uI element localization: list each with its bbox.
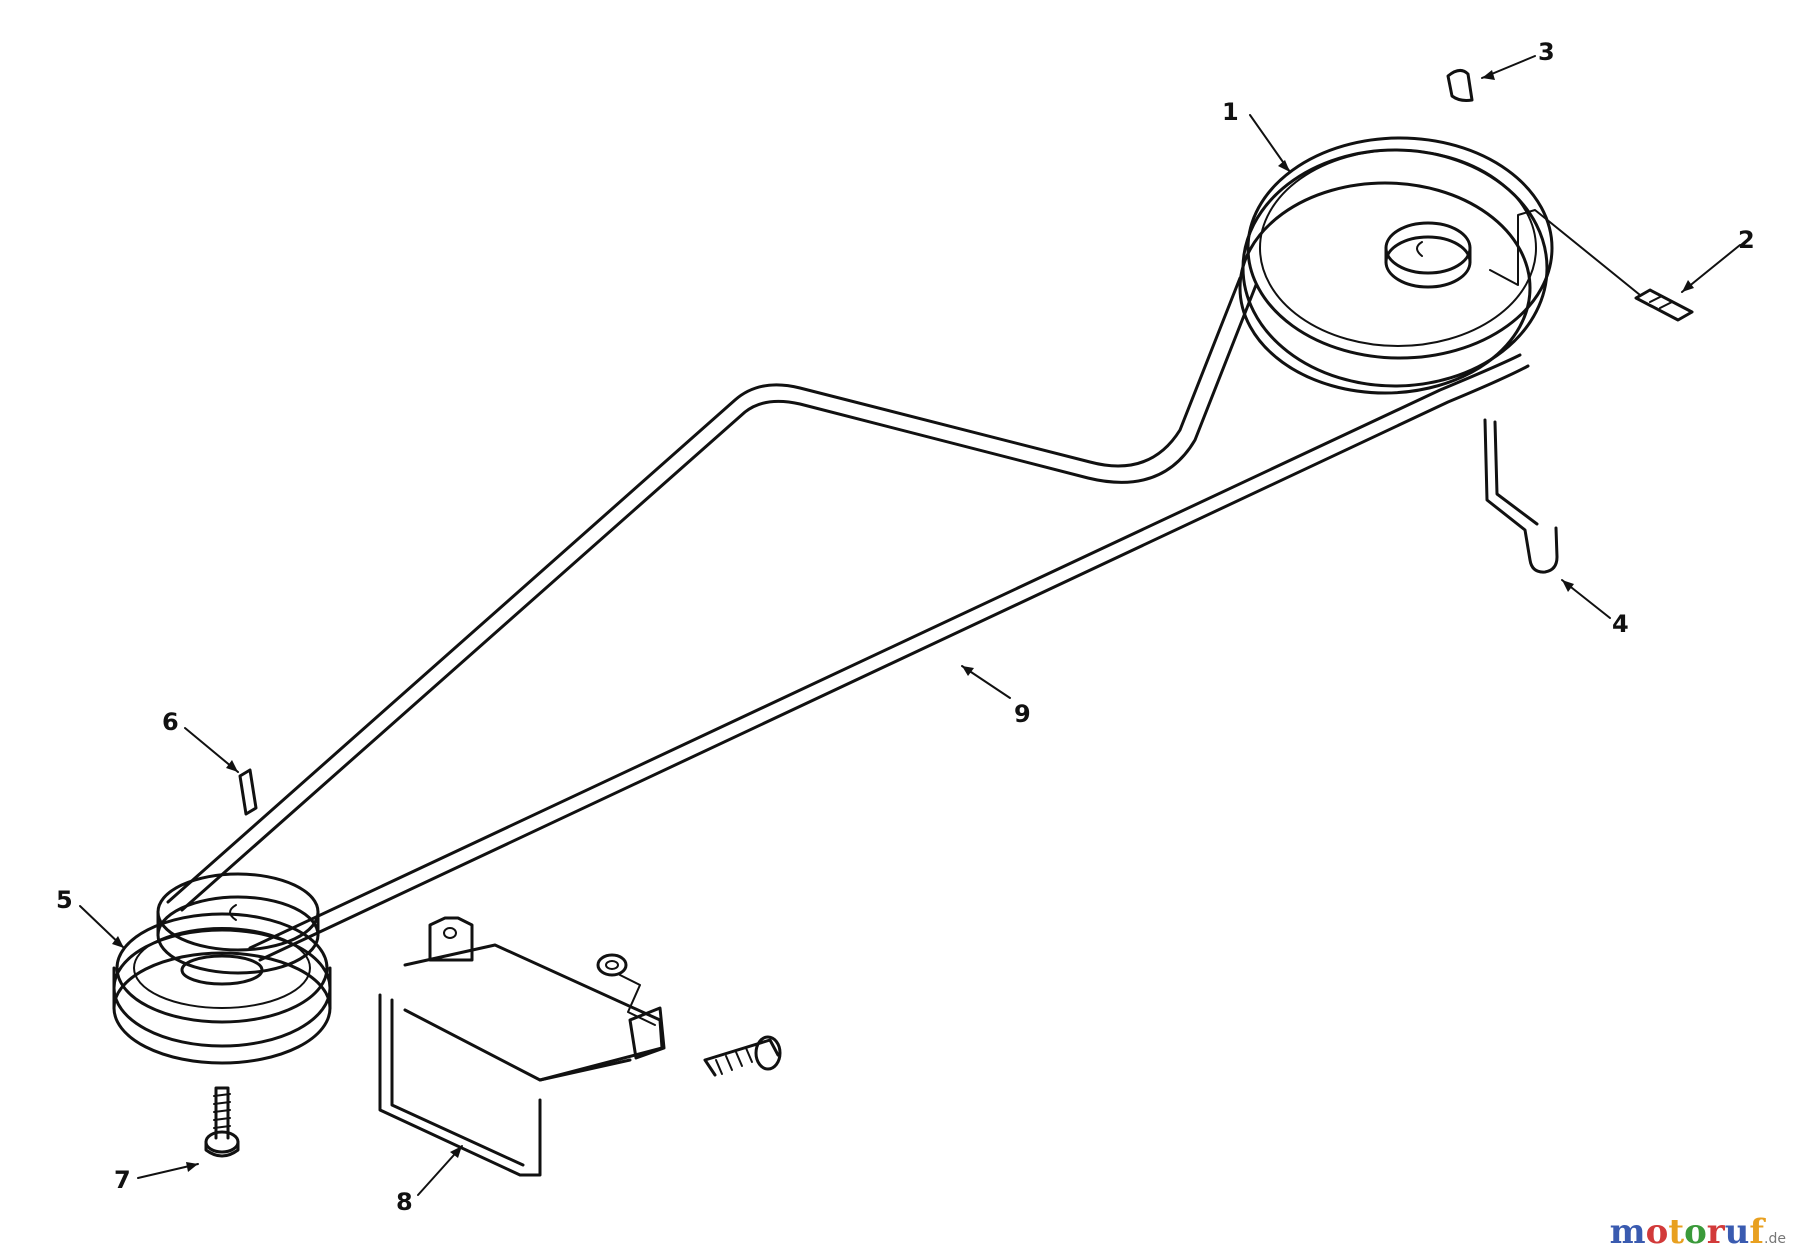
callout-9: 9 — [1014, 700, 1031, 728]
wm-letter: f — [1749, 1212, 1765, 1252]
hex-bolt-vertical — [204, 1086, 240, 1158]
callout-2: 2 — [1738, 226, 1755, 254]
callout-6: 6 — [162, 708, 179, 736]
belt-bracket — [378, 916, 666, 1177]
hex-bolt-horizontal — [703, 1035, 782, 1077]
callout-4: 4 — [1612, 610, 1629, 638]
large-pulley — [1238, 136, 1641, 395]
small-pulley — [112, 872, 332, 1065]
callout-leaders — [79, 55, 1741, 1196]
callout-5: 5 — [56, 886, 73, 914]
callout-7: 7 — [114, 1166, 131, 1194]
callout-8: 8 — [396, 1188, 413, 1216]
wm-letter: t — [1668, 1212, 1685, 1252]
callout-1: 1 — [1222, 98, 1239, 126]
wm-letter: u — [1724, 1212, 1750, 1252]
lock-nut — [596, 953, 656, 1026]
set-screw — [1634, 288, 1694, 322]
motoruf-watermark: motoruf.de — [1610, 1212, 1786, 1252]
square-key — [238, 768, 258, 816]
woodruff-key — [1446, 69, 1474, 102]
wm-letter: o — [1684, 1212, 1707, 1252]
wm-letter: o — [1645, 1212, 1669, 1252]
belt-guide — [1483, 418, 1559, 574]
callout-3: 3 — [1538, 38, 1555, 66]
drive-belt — [166, 276, 1530, 962]
wm-letters: motoruf — [1610, 1212, 1764, 1252]
callout-numbers: 1 2 3 4 5 6 7 8 9 — [56, 38, 1755, 1216]
wm-suffix: .de — [1764, 1231, 1786, 1247]
wm-letter: m — [1609, 1212, 1646, 1252]
wm-letter: r — [1706, 1212, 1725, 1252]
